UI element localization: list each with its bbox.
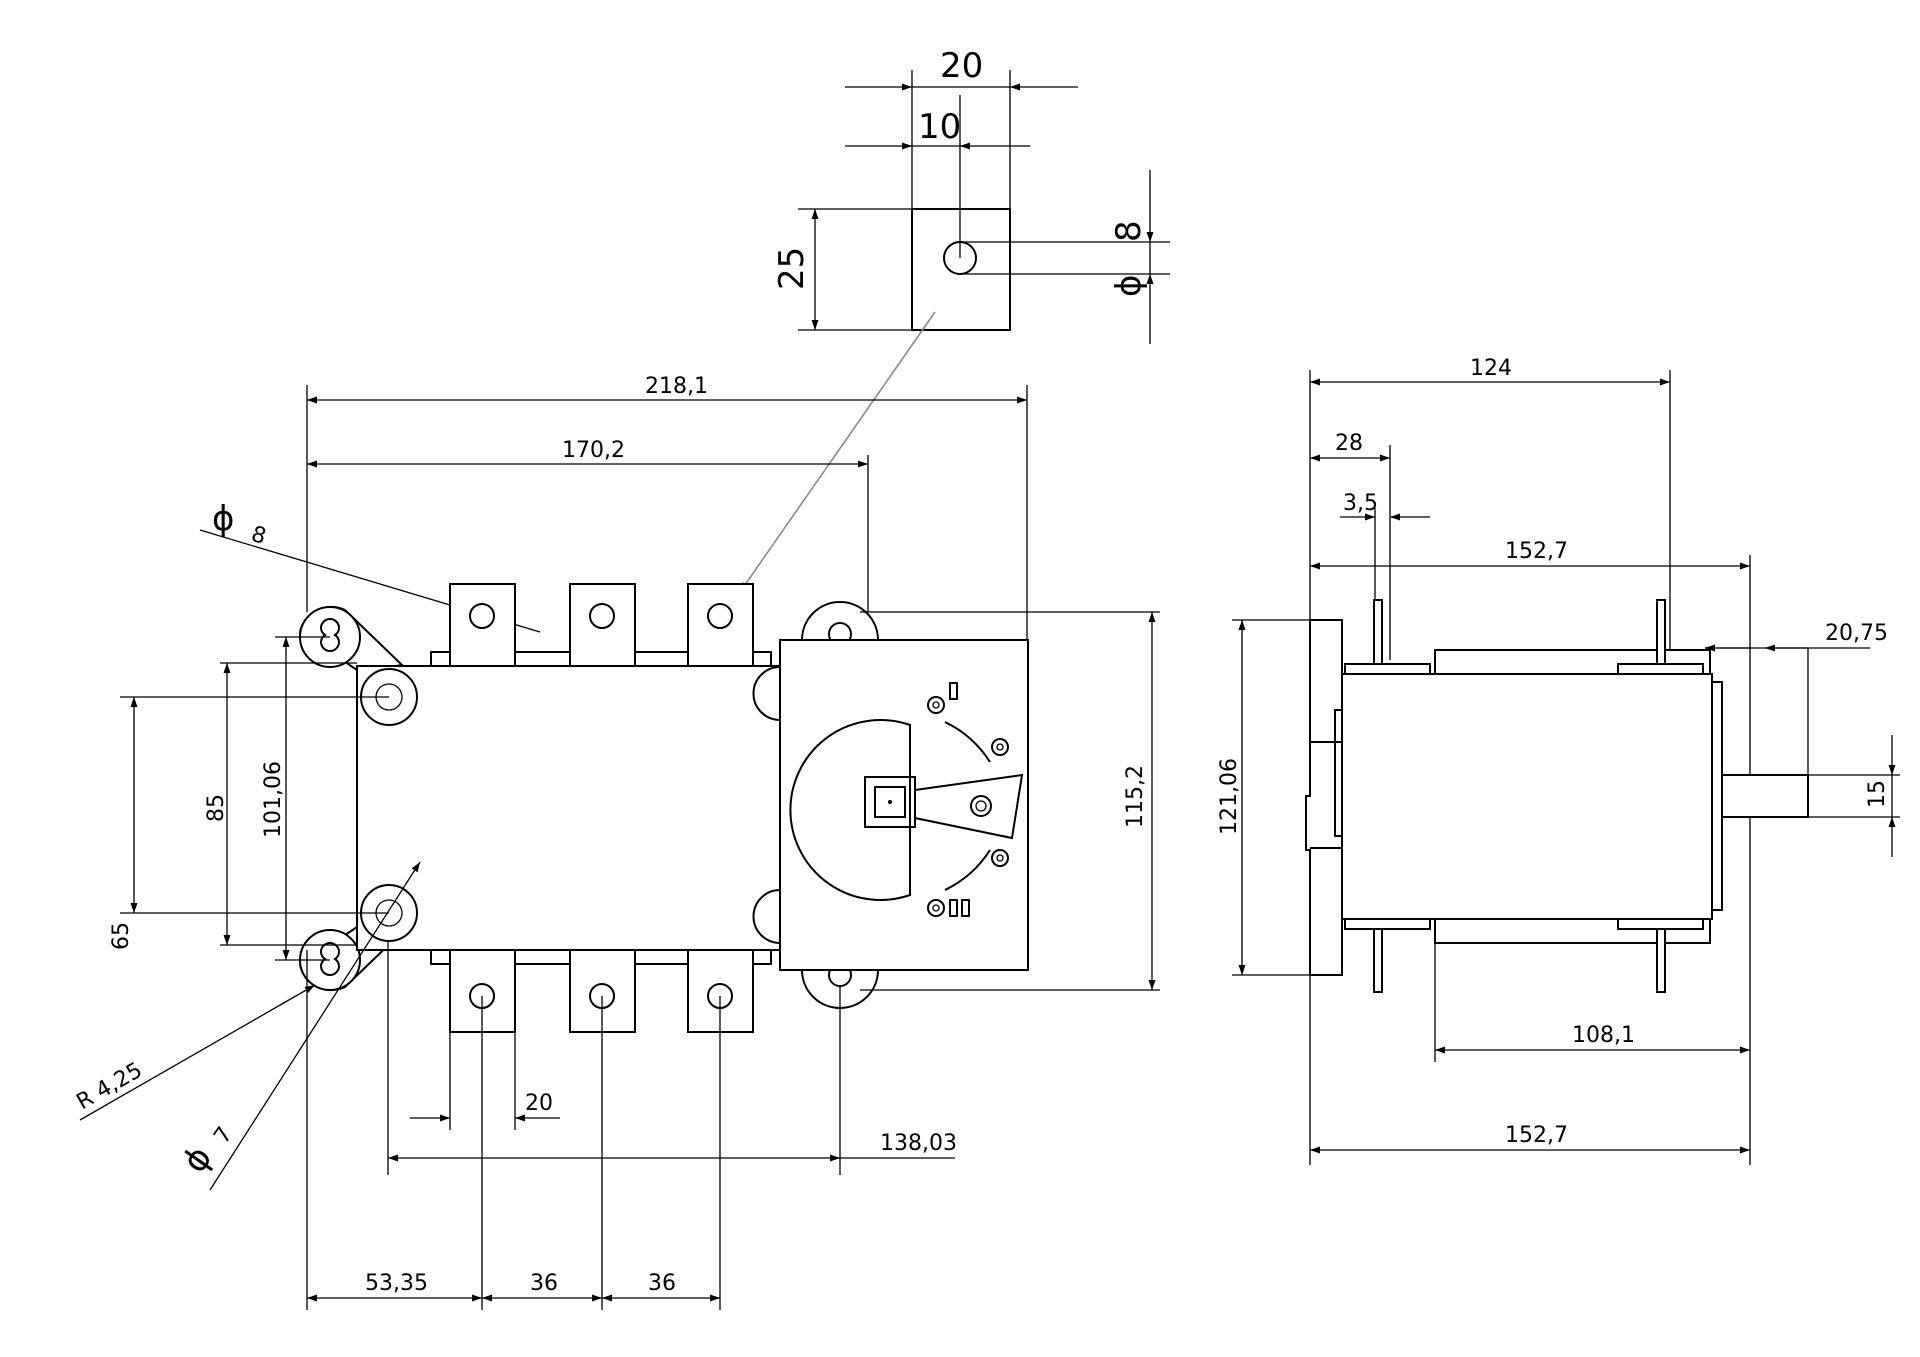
side-view: 124 28 3,5 152,7 20,75 bbox=[1217, 356, 1900, 1165]
side-height-label: 121,06 bbox=[1217, 758, 1242, 835]
first-pole-label: 53,35 bbox=[365, 1271, 428, 1296]
terminal-detail-view: 20 10 25 8 ϕ bbox=[739, 46, 1170, 593]
slot-symbol: ϕ bbox=[175, 1139, 221, 1180]
shaft-label: 15 bbox=[1865, 780, 1890, 808]
shaft-offset-label: 20,75 bbox=[1825, 621, 1888, 646]
side-overall-top-label: 152,7 bbox=[1505, 539, 1568, 564]
detail-diameter-symbol: ϕ bbox=[1109, 275, 1149, 297]
front-view: 218,1 170,2 ϕ 8 bbox=[73, 374, 1160, 1310]
terminal-width-label: 20 bbox=[525, 1091, 553, 1116]
detail-width-label: 20 bbox=[940, 46, 983, 86]
body-width-label: 170,2 bbox=[562, 438, 625, 463]
top-terminals bbox=[430, 583, 772, 667]
overall-width-label: 218,1 bbox=[645, 374, 708, 399]
detail-hole-offset-label: 10 bbox=[918, 107, 961, 147]
side-flange-label: 28 bbox=[1335, 431, 1363, 456]
pole-pitch-1-label: 36 bbox=[530, 1271, 558, 1296]
mount-pitch-label: 85 bbox=[204, 794, 229, 822]
mount-span-label: 101,06 bbox=[261, 761, 286, 838]
total-height-label: 115,2 bbox=[1123, 765, 1148, 828]
detail-hole-diameter-label: 8 bbox=[1109, 220, 1149, 242]
side-depth-label: 124 bbox=[1470, 356, 1512, 381]
rotary-handle[interactable] bbox=[789, 682, 1024, 917]
detail-height-label: 25 bbox=[772, 247, 812, 290]
slot-diameter-label: 7 bbox=[209, 1123, 238, 1149]
side-terminal-label: 3,5 bbox=[1343, 491, 1378, 516]
side-overall-bottom-label: 152,7 bbox=[1505, 1123, 1568, 1148]
front-hole-symbol: ϕ bbox=[212, 499, 234, 539]
mount-offset-label: 65 bbox=[109, 922, 134, 950]
side-body-depth-label: 108,1 bbox=[1572, 1023, 1635, 1048]
front-hole-diameter-label: 8 bbox=[248, 522, 269, 550]
radius-label: R 4,25 bbox=[73, 1058, 147, 1115]
pole-pitch-2-label: 36 bbox=[648, 1271, 676, 1296]
handle-offset-label: 138,03 bbox=[880, 1131, 957, 1156]
